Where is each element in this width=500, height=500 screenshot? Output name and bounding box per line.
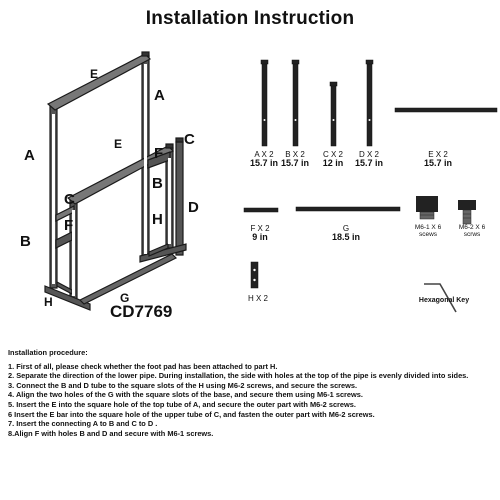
part-label-a: A X 2 15.7 in xyxy=(249,150,279,168)
assembly-figure: E A A E C F B D H C F B G H CD7769 A X 2… xyxy=(20,51,498,321)
part-label-c: C X 2 12 in xyxy=(322,150,344,168)
procedure-step: 2. Separate the direction of the lower p… xyxy=(8,371,469,381)
label-a-right: A xyxy=(154,87,165,104)
screw-m6-2-icon xyxy=(458,200,476,225)
hex-key-label: Hexagonal Key xyxy=(418,297,470,304)
model-number: CD7769 xyxy=(110,302,173,321)
procedure-heading: Installation procedure: xyxy=(8,348,88,357)
screw-m6-1-icon xyxy=(416,196,438,220)
right-back-post xyxy=(175,141,184,256)
hardware-label-m6-2: M6-2 X 6 scrws xyxy=(458,224,486,238)
procedure-step: 4. Align the two holes of the G with the… xyxy=(8,390,363,400)
label-b-left: B xyxy=(20,233,31,250)
part-c-tube xyxy=(330,83,337,147)
part-label-b: B X 2 15.7 in xyxy=(280,150,310,168)
procedure-step: 3. Connect the B and D tube to the squar… xyxy=(8,380,358,390)
part-label-e: E X 2 15.7 in xyxy=(423,150,453,168)
label-f-right: F xyxy=(154,145,164,162)
label-f-left: F xyxy=(64,217,74,234)
part-label-f: F X 2 9 in xyxy=(250,224,270,242)
part-f-tube xyxy=(243,207,279,213)
procedure-step: 1. First of all, please check whether th… xyxy=(8,361,278,371)
procedure-step: 5. Insert the E into the square hole of … xyxy=(8,399,356,409)
part-label-g: G 18.5 in xyxy=(331,224,361,242)
label-h-right: H xyxy=(152,211,163,228)
part-d-tube xyxy=(366,61,373,147)
part-label-h: H X 2 xyxy=(247,294,269,303)
label-b-right: B xyxy=(152,175,163,192)
hex-key-icon xyxy=(424,283,457,313)
lower-link-right xyxy=(148,243,169,257)
base-left xyxy=(44,285,91,311)
label-c-right: C xyxy=(184,131,195,148)
procedure-steps: 1. First of all, please check whether th… xyxy=(8,362,494,439)
label-d: D xyxy=(188,199,199,216)
base-right xyxy=(139,243,187,263)
installation-procedure: Installation procedure: 1. First of all,… xyxy=(8,348,494,438)
label-e-mid: E xyxy=(114,137,123,151)
label-g: G xyxy=(120,291,130,305)
page-title: Installation Instruction xyxy=(145,8,355,29)
base-g xyxy=(78,253,178,305)
part-g-tube xyxy=(295,206,401,212)
label-a-left: A xyxy=(24,147,35,164)
top-crossbar xyxy=(46,53,151,111)
part-h-tube xyxy=(250,261,259,289)
towel-rack-diagram xyxy=(44,51,498,313)
part-label-d: D X 2 15.7 in xyxy=(354,150,384,168)
label-c-left: C xyxy=(64,191,75,208)
part-b-tube xyxy=(292,61,299,147)
procedure-step: 7. Insert the connecting A to B and C to… xyxy=(8,419,158,429)
label-h-left: H xyxy=(44,295,53,309)
part-a-tube xyxy=(261,61,268,147)
procedure-step: 8.Align F with holes B and D and secure … xyxy=(8,428,214,438)
hardware-label-m6-1: M6-1 X 6 scews xyxy=(414,224,442,238)
part-e-tube xyxy=(394,107,498,113)
procedure-step: 6 Insert the E bar into the square hole … xyxy=(8,409,375,419)
label-e-top: E xyxy=(90,67,99,81)
